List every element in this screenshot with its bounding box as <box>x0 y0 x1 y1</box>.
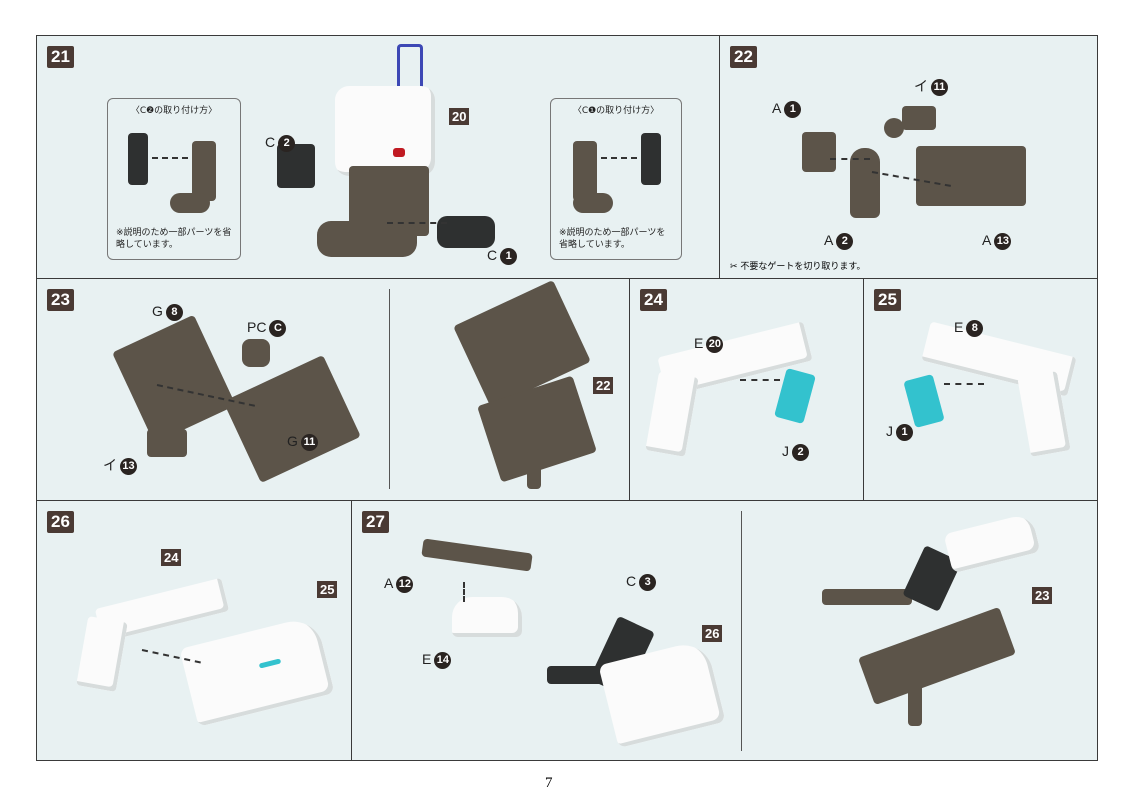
ref-badge: 23 <box>1032 587 1053 604</box>
ref-badge: 25 <box>317 581 338 598</box>
page-number: 7 <box>545 775 553 791</box>
step-number: 25 <box>874 289 901 311</box>
step-26-panel: 26 24 25 <box>36 500 352 761</box>
note-box-c1: 〈C❶の取り付け方〉 ※説明のため一部パーツを省略しています。 <box>550 98 682 260</box>
note-title: 〈C❷の取り付け方〉 <box>130 106 218 116</box>
ref-badge: 20 <box>449 108 470 125</box>
step-number: 24 <box>640 289 667 311</box>
step-number: 23 <box>47 289 74 311</box>
step-21-panel: 21 〈C❷の取り付け方〉 ※説明のため一部パーツを省略しています。 〈C❶の取… <box>36 35 720 279</box>
ref-badge: 26 <box>702 625 723 642</box>
note-title: 〈C❶の取り付け方〉 <box>572 106 660 116</box>
step-number: 26 <box>47 511 74 533</box>
step-number: 27 <box>362 511 389 533</box>
ref-badge: 22 <box>593 377 614 394</box>
ref-badge: 24 <box>161 549 182 566</box>
note-text: ※説明のため一部パーツを省略しています。 <box>559 228 666 250</box>
step-number: 22 <box>730 46 757 68</box>
head-part <box>335 86 435 176</box>
gate-note: ✂ 不要なゲートを切り取ります。 <box>730 262 866 272</box>
note-text: ※説明のため一部パーツを省略しています。 <box>116 228 232 250</box>
note-box-c2: 〈C❷の取り付け方〉 ※説明のため一部パーツを省略しています。 <box>107 98 241 260</box>
step-number: 21 <box>47 46 74 68</box>
